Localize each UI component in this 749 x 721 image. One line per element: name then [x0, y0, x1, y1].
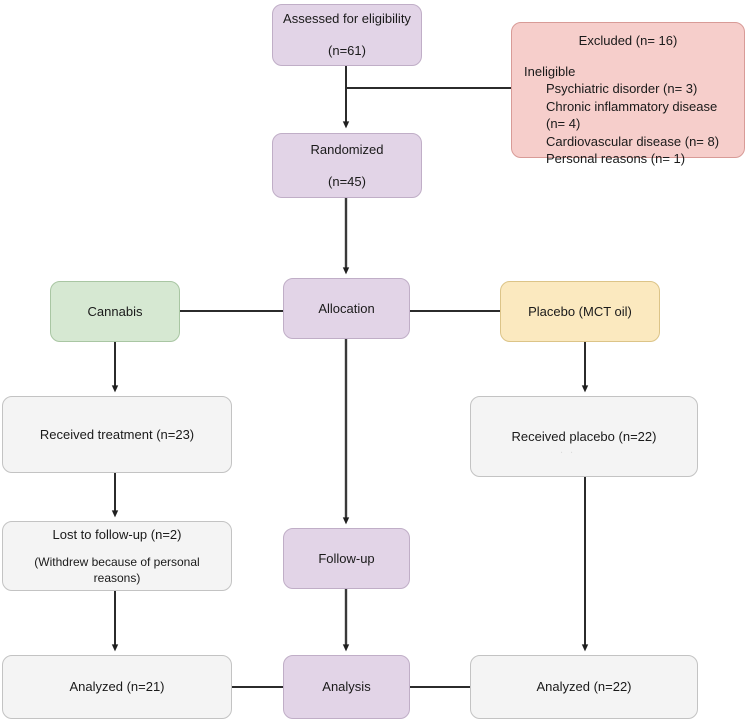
node-followup: Follow-up — [283, 528, 410, 589]
excluded-reason-item: Cardiovascular disease (n= 8) — [546, 133, 720, 149]
node-analysis: Analysis — [283, 655, 410, 719]
node-analyzed-left: Analyzed (n=21) — [2, 655, 232, 719]
excluded-reason-item: Personal reasons (n= 1) — [546, 151, 686, 167]
received-placebo-label: Received placebo (n=22) — [511, 428, 657, 444]
node-assessed-for-eligibility: Assessed for eligibility (n=61) — [272, 4, 422, 66]
excluded-header: Excluded (n= 16) — [578, 33, 678, 48]
lost-followup-note: (Withdrew because of personal reasons) — [34, 554, 200, 585]
lost-followup-label: Lost to follow-up (n=2) — [52, 527, 182, 542]
assessed-label: Assessed for eligibility — [283, 11, 411, 27]
followup-label: Follow-up — [318, 550, 375, 566]
placebo-label: Placebo (MCT oil) — [528, 303, 632, 319]
node-randomized: Randomized (n=45) — [272, 133, 422, 198]
excluded-reason-item: Psychiatric disorder (n= 3) — [546, 81, 698, 97]
assessed-count: (n=61) — [328, 43, 366, 58]
cannabis-label: Cannabis — [87, 303, 143, 319]
excluded-reason-item: Chronic inflammatory disease (n= 4) — [546, 98, 718, 132]
node-lost-to-followup: Lost to follow-up (n=2) (Withdrew becaus… — [2, 521, 232, 591]
node-allocation: Allocation — [283, 278, 410, 339]
node-received-treatment: Received treatment (n=23) — [2, 396, 232, 473]
analysis-label: Analysis — [322, 679, 371, 695]
node-cannabis: Cannabis — [50, 281, 180, 342]
analyzed-right-label: Analyzed (n=22) — [536, 679, 632, 695]
randomized-label: Randomized — [310, 141, 384, 157]
faint-artifact: .. — [560, 444, 581, 456]
excluded-reason-group: Ineligible — [524, 63, 576, 79]
node-received-placebo: Received placebo (n=22) — [470, 396, 698, 477]
node-analyzed-right: Analyzed (n=22) — [470, 655, 698, 719]
analyzed-left-label: Analyzed (n=21) — [69, 679, 165, 695]
node-excluded: Excluded (n= 16) Ineligible Psychiatric … — [511, 22, 745, 166]
node-placebo: Placebo (MCT oil) — [500, 281, 660, 342]
randomized-count: (n=45) — [328, 173, 366, 189]
received-treatment-label: Received treatment (n=23) — [39, 426, 195, 442]
allocation-label: Allocation — [318, 300, 375, 316]
